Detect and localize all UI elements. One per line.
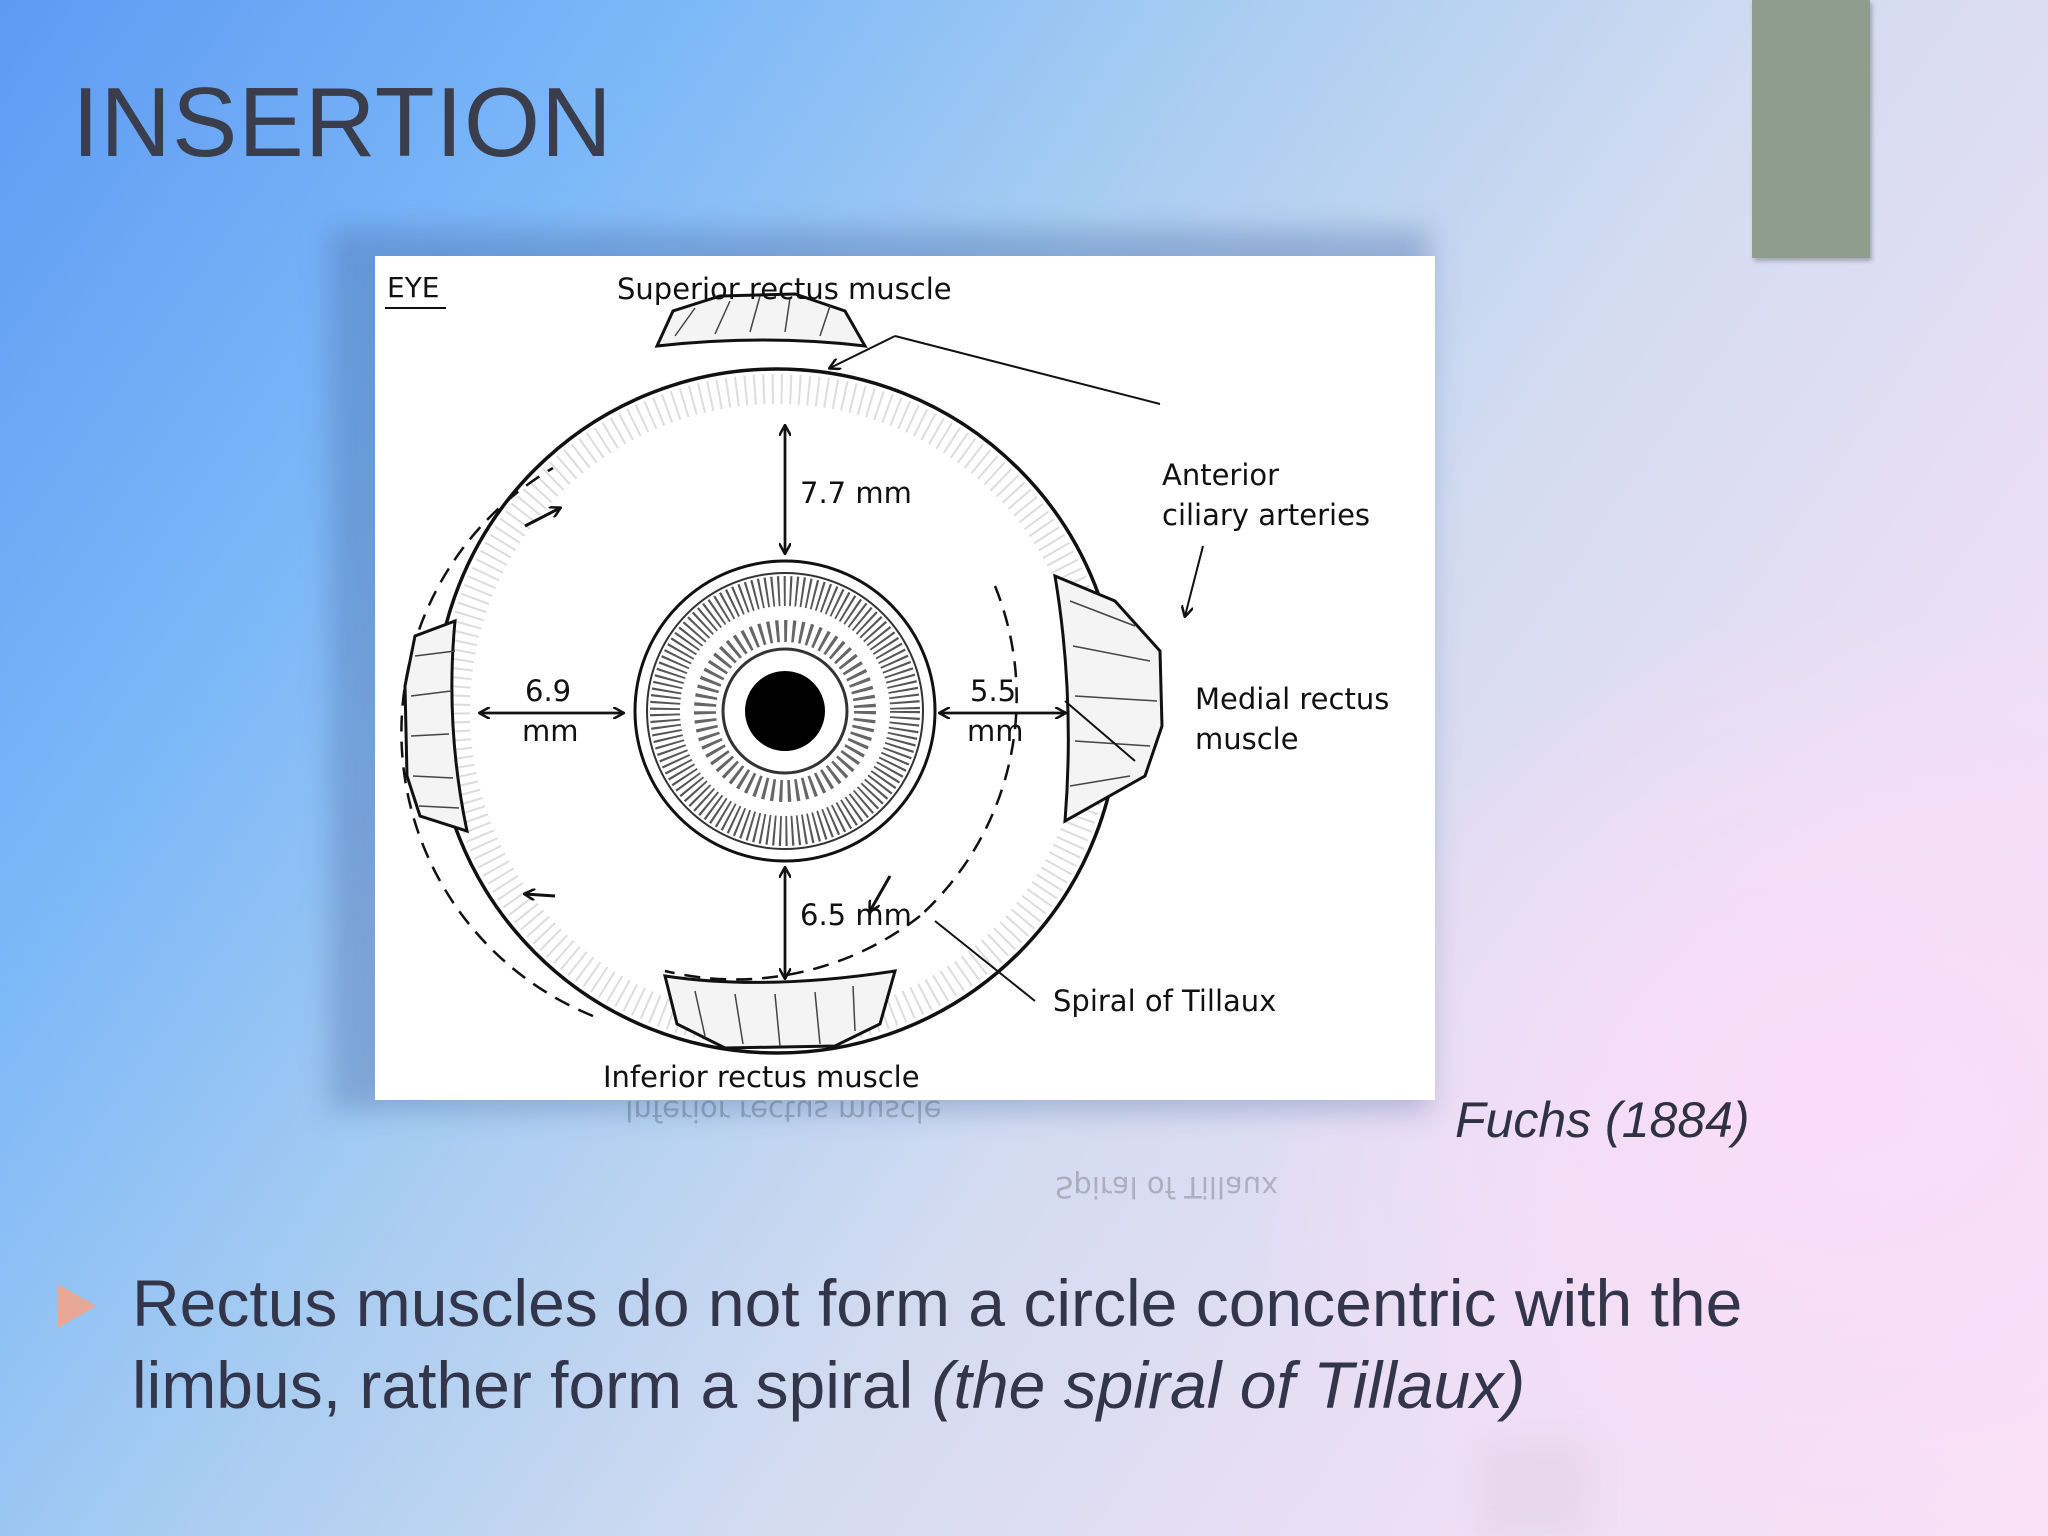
- spiral-of-tillaux-line: [919, 585, 1018, 917]
- figure-reflection: Inferior rectus muscle Spiral of Tillaux: [375, 1100, 1435, 1230]
- spiral-leader: [934, 920, 1036, 1002]
- arteries-leader: [894, 335, 1161, 405]
- inferior-rectus-striations: [694, 985, 856, 1047]
- superior-rectus-label: Superior rectus muscle: [617, 272, 952, 306]
- arteries-leader: [1064, 700, 1136, 762]
- iris-texture: [694, 620, 876, 802]
- pupil: [745, 671, 825, 751]
- bullet-main-text: Rectus muscles do not form a circle conc…: [132, 1266, 1743, 1422]
- superior-rectus-muscle: [654, 292, 868, 348]
- medial-rectus-label-line1: Medial rectus: [1195, 682, 1390, 716]
- bullet-italic-text: (the spiral of Tillaux): [931, 1348, 1526, 1422]
- triangle-bullet-icon: [58, 1284, 96, 1328]
- slide-title: INSERTION: [72, 67, 613, 177]
- eye-tag: EYE: [385, 268, 446, 309]
- arteries-leader: [1185, 545, 1204, 616]
- eye-diagram: EYE Superior rectus muscle Inferior rect…: [375, 256, 1435, 1100]
- lateral-rectus-muscle: [403, 618, 469, 834]
- eye-diagram-drawing: [400, 292, 1204, 1055]
- arteries-label-line2: ciliary arteries: [1162, 498, 1371, 532]
- reflection-spiral-label: Spiral of Tillaux: [1055, 1170, 1279, 1204]
- arteries-leader: [830, 335, 896, 368]
- inferior-rectus-muscle: [662, 969, 898, 1050]
- right-distance-unit: mm: [967, 714, 1024, 748]
- spiral-label: Spiral of Tillaux: [1053, 984, 1277, 1018]
- top-distance-label: 7.7 mm: [800, 476, 912, 510]
- background-smudge: [1480, 1440, 1590, 1536]
- spiral-arrow: [524, 508, 560, 528]
- iris-collarette: [721, 647, 849, 775]
- medial-rectus-striations: [1069, 600, 1158, 787]
- right-distance-value: 5.5: [970, 674, 1017, 708]
- accent-bar: [1752, 0, 1870, 258]
- bottom-distance-label: 6.5 mm: [800, 898, 912, 932]
- spiral-of-tillaux-line: [664, 915, 921, 981]
- left-distance-unit: mm: [522, 714, 579, 748]
- spiral-arrow: [525, 894, 556, 896]
- iris-texture: [650, 576, 920, 846]
- figure-citation: Fuchs (1884): [1455, 1092, 1750, 1148]
- arteries-label-line1: Anterior: [1162, 458, 1280, 492]
- superior-rectus-striations: [674, 295, 831, 337]
- inferior-rectus-label: Inferior rectus muscle: [603, 1060, 920, 1094]
- bullet-text: Rectus muscles do not form a circle conc…: [132, 1262, 1932, 1426]
- medial-rectus-label-line2: muscle: [1195, 722, 1299, 756]
- lateral-rectus-striations: [410, 650, 460, 809]
- left-distance-value: 6.9: [525, 674, 572, 708]
- spiral-arrow: [870, 875, 892, 911]
- spiral-of-tillaux-line: [400, 466, 594, 1018]
